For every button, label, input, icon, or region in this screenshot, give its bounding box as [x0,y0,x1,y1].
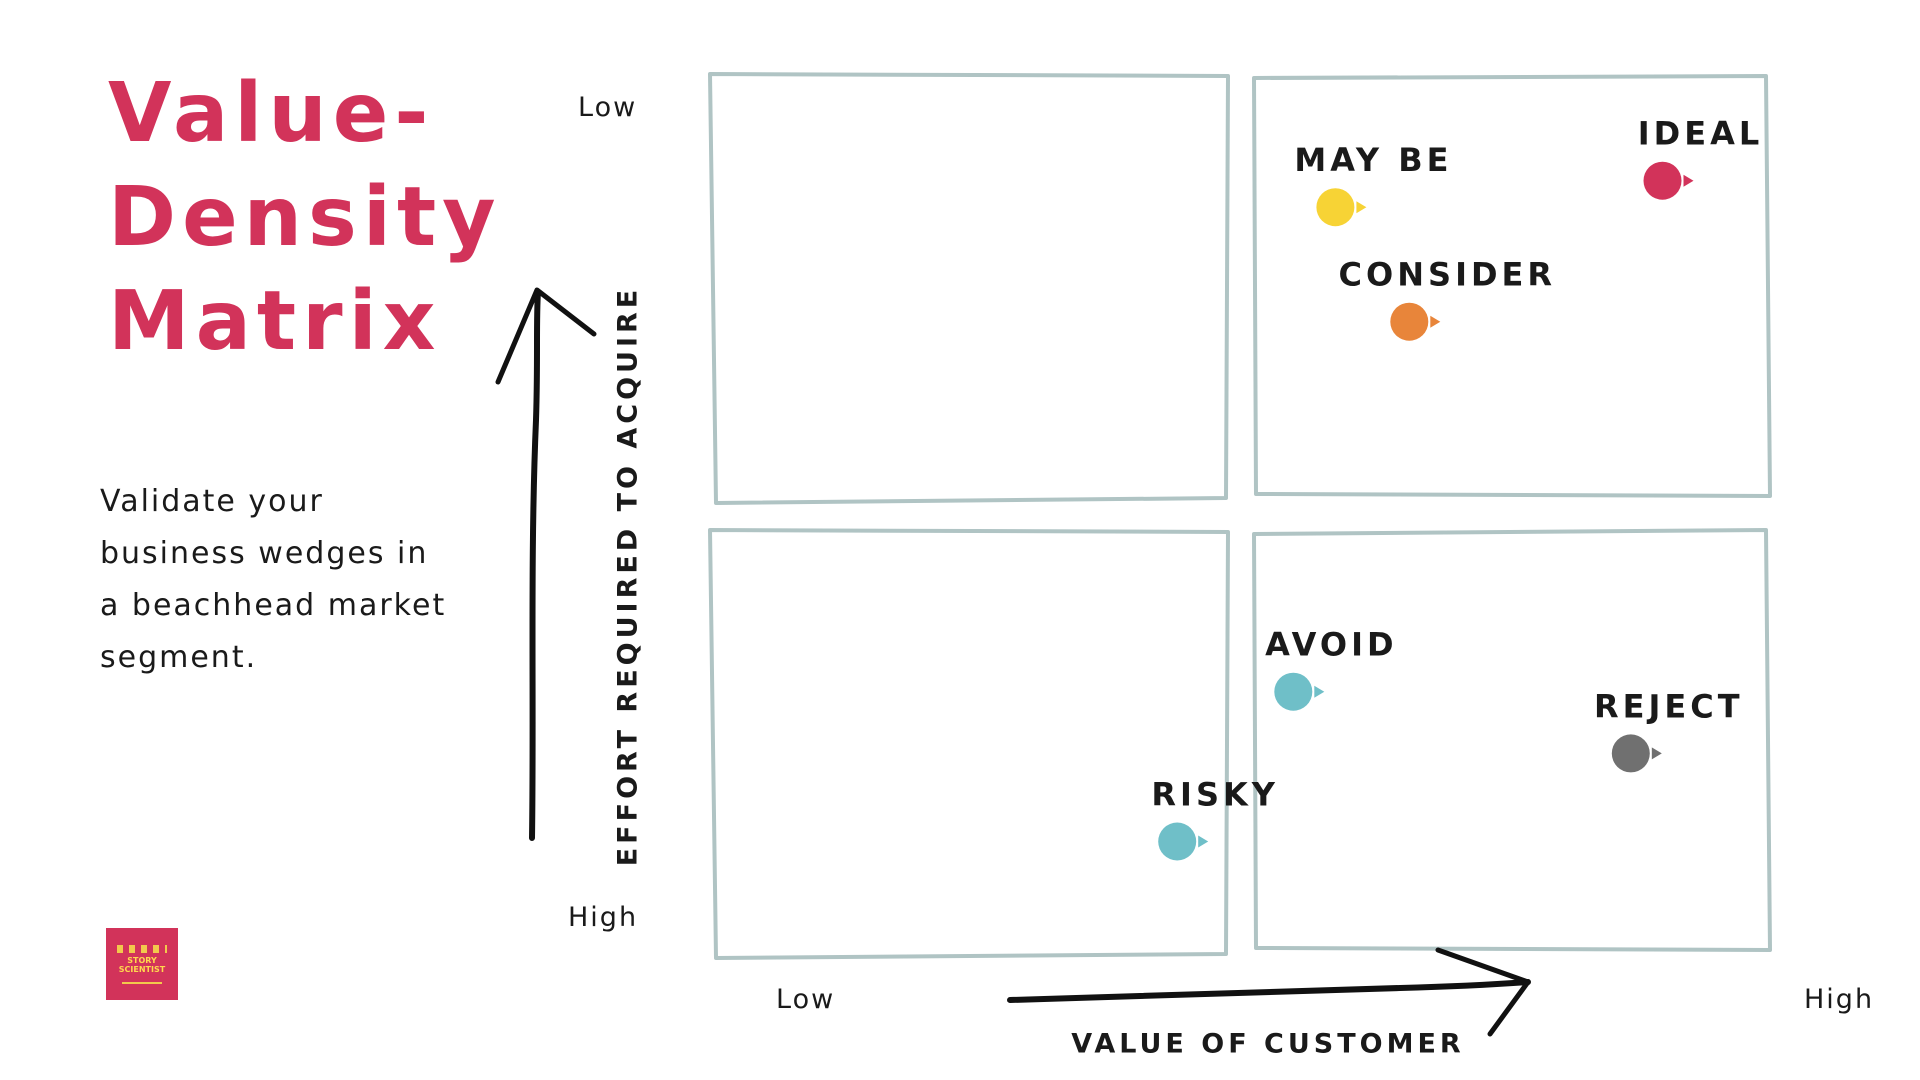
point-pointer-risky [1198,835,1209,848]
data-points: MAY BE IDEAL CONSIDER AVOID REJECT RISKY [1151,115,1763,861]
point-marker-risky [1158,822,1197,861]
logo-awning-icon [117,944,167,953]
logo-line-1: STORY [127,955,157,965]
axis-arrows [495,287,1531,1037]
quadrant-top-right [1252,74,1772,498]
quadrant-bottom-right [1252,528,1772,952]
quadrant-bottom-left [708,528,1230,960]
quadrant-top-left [708,72,1230,505]
point-pointer-may-be [1356,201,1367,214]
subtitle-line-1: Validate your [100,484,324,519]
point-pointer-reject [1651,747,1662,760]
subtitle-line-3: a beachhead market [100,588,447,623]
y-axis-low-label: Low [578,92,638,123]
logo-cart-icon [122,976,162,984]
title-line-1: Value- [108,66,435,161]
point-marker-consider [1390,302,1429,341]
point-label-may-be: MAY BE [1294,141,1452,179]
title-line-2: Density [108,170,502,265]
point-label-risky: RISKY [1151,776,1279,814]
x-axis-arrow-head [1435,947,1531,1037]
page-title: Value- Density Matrix [108,62,508,374]
y-axis-arrow-head [495,287,597,385]
point-marker-ideal [1643,161,1682,200]
point-label-consider: CONSIDER [1339,256,1556,294]
point-label-reject: REJECT [1594,687,1744,725]
x-axis-arrow [1007,979,1531,1003]
point-pointer-avoid [1314,685,1325,698]
y-axis-arrow [529,289,541,841]
x-axis-title: VALUE OF CUSTOMER [1071,1028,1465,1060]
story-scientist-logo: STORY SCIENTIST [106,928,178,1000]
point-marker-avoid [1274,672,1313,711]
title-line-3: Matrix [108,274,442,369]
subtitle: Validate your business wedges in a beach… [100,476,500,684]
point-marker-reject [1611,734,1650,773]
x-axis-low-label: Low [776,984,836,1015]
point-label-avoid: AVOID [1265,626,1397,664]
subtitle-line-2: business wedges in [100,536,429,571]
point-marker-may-be [1316,188,1355,227]
y-axis-high-label: High [568,902,639,933]
logo-line-2: SCIENTIST [118,964,166,974]
point-pointer-consider [1430,315,1441,328]
subtitle-line-4: segment. [100,640,258,675]
x-axis-high-label: High [1804,984,1875,1015]
point-label-ideal: IDEAL [1638,115,1763,153]
point-pointer-ideal [1683,174,1694,187]
quadrant-grid [708,72,1772,960]
